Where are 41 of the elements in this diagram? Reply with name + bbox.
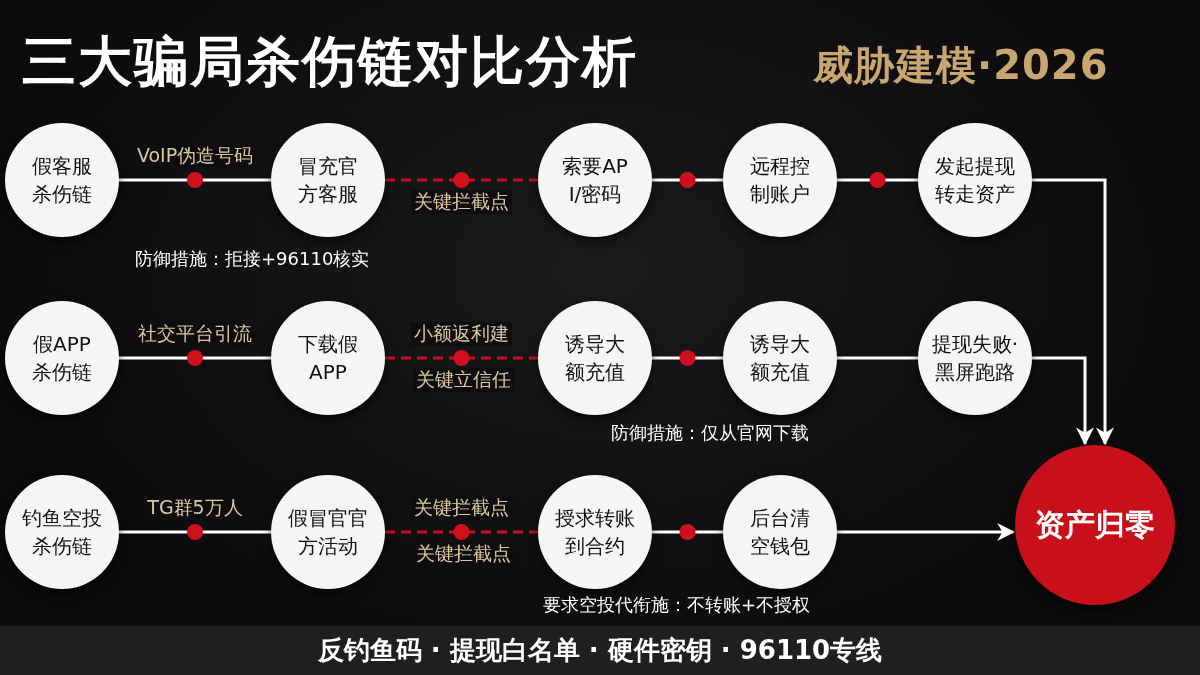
edge-label: TG群5万人 xyxy=(144,496,246,520)
node-label: 诱导大额充值 xyxy=(749,331,811,386)
connector-line xyxy=(652,356,723,360)
connector-line xyxy=(652,530,723,534)
defense-note: 防御措施：仅从官网下载 xyxy=(610,422,810,445)
connector-line xyxy=(119,356,271,360)
node-label: 钓鱼空投杀伤链 xyxy=(21,505,103,560)
node-label: 诱导大额充值 xyxy=(564,331,626,386)
title: 三大骗局杀伤链对比分析 xyxy=(22,29,638,95)
connector-line xyxy=(119,178,271,182)
connector-line xyxy=(837,356,918,360)
node-label: 下载假APP xyxy=(297,331,359,386)
arrow xyxy=(1032,178,1114,446)
node-label: 索要API/密码 xyxy=(562,153,628,208)
dashed-connector xyxy=(385,530,538,534)
connector-line xyxy=(837,178,918,182)
dashed-connector xyxy=(385,356,538,360)
node-label: 冒充官方客服 xyxy=(297,153,359,208)
edge-label: 社交平台引流 xyxy=(135,322,255,346)
connector-line xyxy=(652,178,723,182)
node-label: 假APP杀伤链 xyxy=(31,331,93,386)
arrow xyxy=(1032,356,1094,446)
node-label: 授求转账到合约 xyxy=(554,505,636,560)
node-label: 发起提现转走资产 xyxy=(934,153,1016,208)
defense-note: 要求空投代衔施：不转账+不授权 xyxy=(542,594,812,617)
node-label: 远程控制账户 xyxy=(749,153,811,208)
subtitle: 威胁建模·2026 xyxy=(812,41,1110,90)
node-label: 提现失败·黑屏跑路 xyxy=(930,331,1020,386)
node-label: 假冒官官方活动 xyxy=(287,505,369,560)
node-label: 资产归零 xyxy=(1035,506,1155,544)
edge-label: 关键拦截点 xyxy=(411,190,512,214)
edge-label: 关键拦截点 xyxy=(411,496,512,520)
arrow xyxy=(837,523,1016,541)
edge-label: 小额返利建 xyxy=(411,322,512,346)
node-label: 假客服杀伤链 xyxy=(31,153,93,208)
connector-line xyxy=(119,530,271,534)
dashed-connector xyxy=(385,178,538,182)
line-caption: 关键立信任 xyxy=(412,368,514,392)
node-label: 后台清空钱包 xyxy=(749,505,811,560)
defense-note: 防御措施：拒接+96110核实 xyxy=(134,248,371,271)
footer-text: 反钓鱼码 · 提现白名单 · 硬件密钥 · 96110专线 xyxy=(316,634,884,667)
